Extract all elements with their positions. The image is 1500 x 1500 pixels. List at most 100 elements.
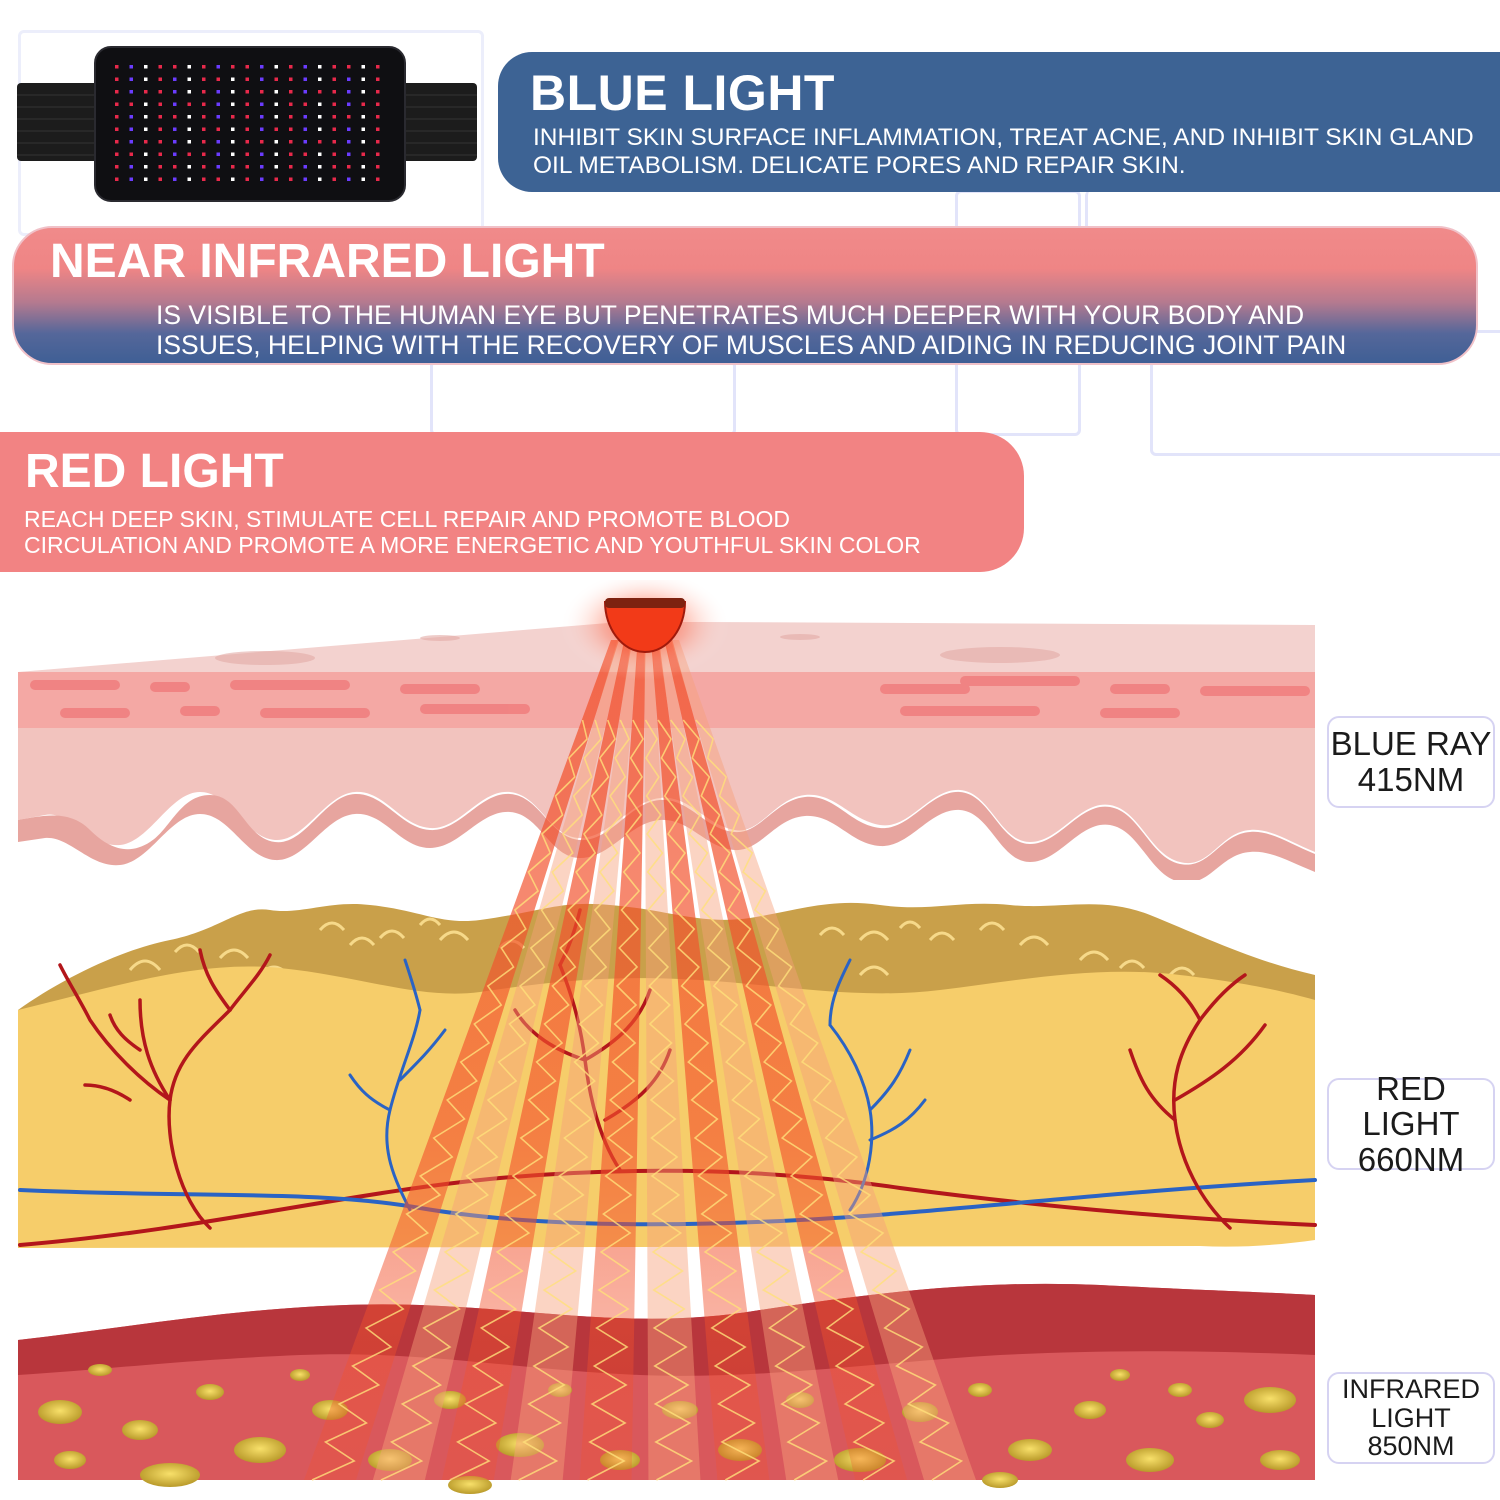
near-infrared-banner: NEAR INFRARED LIGHT IS VISIBLE TO THE HU… — [12, 226, 1478, 365]
led-dot — [187, 77, 191, 81]
led-dot — [216, 165, 220, 169]
led-dot — [173, 177, 177, 181]
fat-cell — [902, 1402, 938, 1422]
infrared-wavelength-label: INFRARED LIGHT 850NM — [1327, 1372, 1495, 1464]
led-dot — [245, 152, 249, 156]
led-dot — [245, 127, 249, 131]
led-dot — [216, 115, 220, 119]
led-dot — [202, 177, 206, 181]
fat-cell — [1110, 1369, 1130, 1381]
led-dot — [318, 127, 322, 131]
led-dot — [202, 140, 206, 144]
led-dot — [303, 77, 307, 81]
led-dot — [231, 115, 235, 119]
fat-cell — [548, 1383, 572, 1397]
led-dot — [274, 152, 278, 156]
led-dot — [376, 115, 380, 119]
led-dot — [274, 65, 278, 69]
led-dot — [318, 165, 322, 169]
light-wave — [695, 719, 964, 1481]
led-dot — [361, 102, 365, 106]
near-infrared-description-line: IS VISIBLE TO THE HUMAN EYE BUT PENETRAT… — [156, 300, 1305, 330]
light-wave — [311, 719, 588, 1481]
fat-cell — [434, 1391, 466, 1409]
fat-cells — [38, 1364, 1300, 1494]
fat-cell — [54, 1451, 86, 1469]
led-dot — [158, 102, 162, 106]
led-dot — [245, 177, 249, 181]
led-dot — [144, 90, 148, 94]
led-dot — [231, 90, 235, 94]
red-led-emitter — [603, 601, 687, 654]
led-dot — [173, 115, 177, 119]
led-dot — [289, 140, 293, 144]
led-dot — [202, 152, 206, 156]
led-dot — [158, 152, 162, 156]
led-dot — [347, 152, 351, 156]
led-dot — [245, 165, 249, 169]
led-dot — [274, 102, 278, 106]
led-dot — [303, 152, 307, 156]
led-dot — [115, 90, 119, 94]
near-infrared-title: NEAR INFRARED LIGHT — [50, 235, 605, 288]
led-dot — [289, 65, 293, 69]
led-dot — [187, 115, 191, 119]
light-beam — [651, 640, 770, 1480]
fat-cell — [140, 1463, 200, 1487]
led-dot — [187, 177, 191, 181]
led-dot — [376, 140, 380, 144]
fat-cell — [448, 1476, 492, 1494]
led-dot — [289, 177, 293, 181]
led-dot — [289, 165, 293, 169]
led-dot — [173, 127, 177, 131]
led-dot — [274, 115, 278, 119]
led-dot — [361, 152, 365, 156]
led-dot — [129, 140, 133, 144]
led-dot — [260, 140, 264, 144]
fat-cell — [496, 1433, 544, 1457]
led-dot — [303, 127, 307, 131]
led-dot — [144, 127, 148, 131]
led-dot — [144, 102, 148, 106]
led-dot — [129, 102, 133, 106]
led-dot — [202, 77, 206, 81]
led-dot — [245, 102, 249, 106]
red-light-title: RED LIGHT — [25, 445, 284, 498]
near-infrared-description: IS VISIBLE TO THE HUMAN EYE BUT PENETRAT… — [156, 300, 1456, 361]
fat-layer — [18, 966, 1315, 1248]
led-dot — [361, 165, 365, 169]
infrared-label-value: 850NM — [1367, 1431, 1455, 1462]
led-dot — [376, 90, 380, 94]
led-dot — [376, 177, 380, 181]
led-dot — [202, 90, 206, 94]
led-dot — [202, 65, 206, 69]
led-dot — [245, 65, 249, 69]
fat-cell — [1196, 1412, 1224, 1428]
led-dot — [187, 127, 191, 131]
led-dot — [129, 152, 133, 156]
led-dot — [115, 115, 119, 119]
led-dot — [187, 152, 191, 156]
led-dot — [245, 77, 249, 81]
led-dot — [274, 165, 278, 169]
light-beam — [441, 640, 633, 1480]
led-dot — [274, 177, 278, 181]
led-dot — [129, 115, 133, 119]
led-dot — [260, 177, 264, 181]
red-light-label-line: RED LIGHT — [1362, 1069, 1460, 1143]
fat-cell — [1168, 1383, 1192, 1397]
led-dot — [158, 177, 162, 181]
led-light-belt-icon — [17, 46, 477, 202]
led-dot — [332, 165, 336, 169]
blue-light-banner: BLUE LIGHT INHIBIT SKIN SURFACE INFLAMMA… — [498, 52, 1500, 192]
led-dot — [187, 140, 191, 144]
led-dot — [158, 165, 162, 169]
led-dot — [318, 177, 322, 181]
led-dot — [216, 140, 220, 144]
led-dot — [332, 177, 336, 181]
light-wave — [682, 719, 896, 1481]
led-dot — [260, 152, 264, 156]
led-dot — [158, 77, 162, 81]
led-dot — [173, 90, 177, 94]
led-dot — [289, 115, 293, 119]
